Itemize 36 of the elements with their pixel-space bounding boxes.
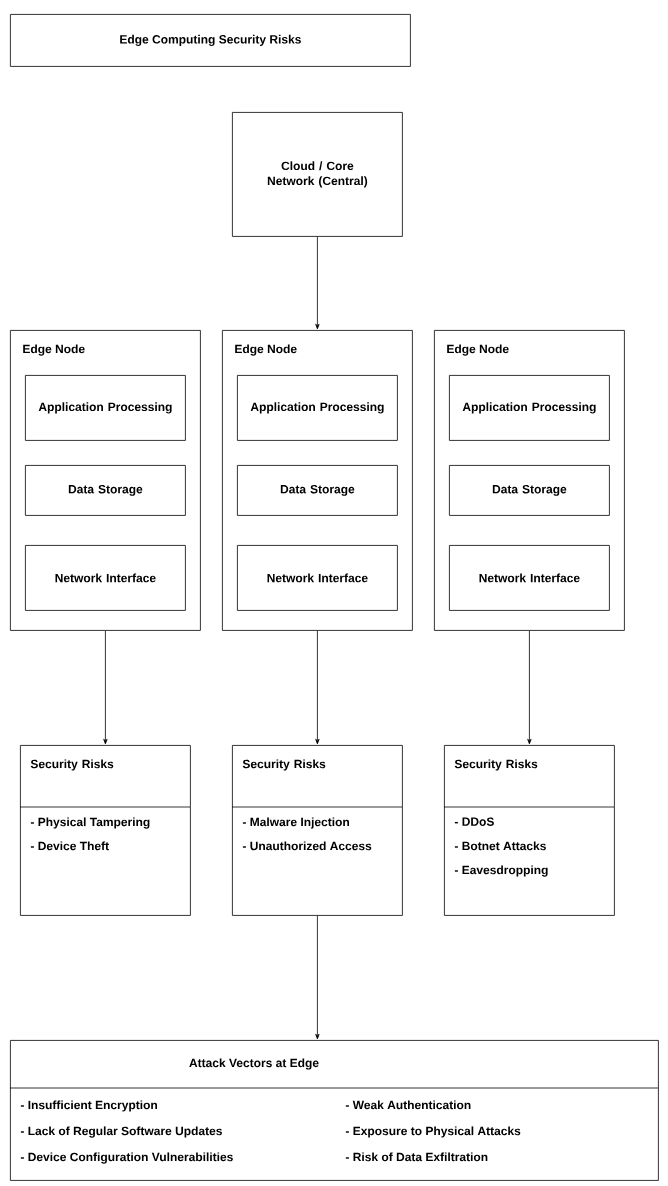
list-item: - Device Configuration Vulnerabilities [20, 1152, 233, 1164]
component-box: Data Storage [449, 465, 610, 516]
component-box: Application Processing [25, 375, 186, 441]
list-item: - Eavesdropping [454, 865, 548, 877]
arrow [315, 630, 320, 745]
component-box: Data Storage [237, 465, 398, 516]
list-item: - DDoS [454, 817, 494, 826]
arrow [315, 236, 320, 330]
box-heading: Edge Node [447, 344, 509, 356]
component-box: Application Processing [237, 375, 398, 441]
component-box: Network Interface [237, 545, 398, 611]
list-item: - Weak Authentication [345, 1100, 471, 1110]
box-heading: Edge Node [23, 344, 85, 356]
list-item: - Malware Injection [242, 817, 349, 829]
list-item: - Exposure to Physical Attacks [345, 1126, 521, 1138]
component-box: Network Interface [449, 545, 610, 611]
box-heading: Security Risks [454, 759, 538, 771]
list-item: - Botnet Attacks [454, 841, 546, 851]
list-item: - Insufficient Encryption [20, 1100, 157, 1112]
title-box: Edge Computing Security Risks [10, 14, 411, 67]
box-heading: Security Risks [30, 759, 114, 771]
component-box: Application Processing [449, 375, 610, 441]
box-heading: Security Risks [242, 759, 326, 771]
list-item: - Risk of Data Exfiltration [345, 1152, 488, 1162]
list-item: - Unauthorized Access [242, 841, 372, 851]
component-box: Data Storage [25, 465, 186, 516]
box-heading: Attack Vectors at Edge [189, 1058, 319, 1070]
component-box: Network Interface [25, 545, 186, 611]
list-item: - Physical Tampering [30, 817, 150, 829]
process-box: Cloud / Core Network (Central) [232, 112, 403, 237]
arrow [527, 630, 532, 745]
box-heading: Edge Node [235, 344, 297, 356]
list-item: - Lack of Regular Software Updates [20, 1126, 222, 1138]
arrow [315, 915, 320, 1040]
list-item: - Device Theft [30, 841, 109, 851]
arrow [103, 630, 108, 745]
